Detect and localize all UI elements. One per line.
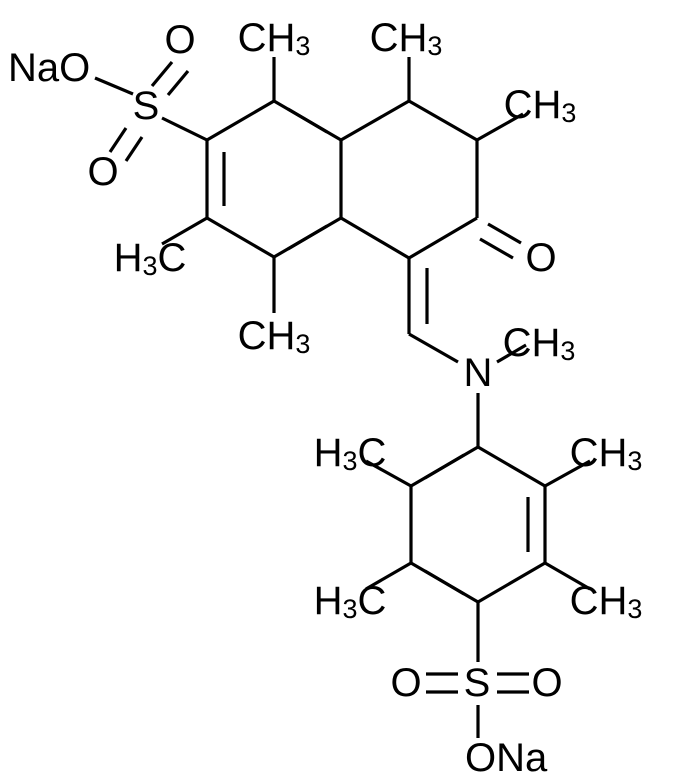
bond-ring2-c8a-c7	[408, 99, 478, 142]
bond-sulfur-oxygen-top-a2	[166, 69, 190, 97]
bond-ar2-inner-b-ll	[424, 569, 465, 596]
amine-substituents	[476, 343, 527, 447]
bond-ketone-double-1	[487, 222, 522, 245]
bond-ar1-inner-c5-c6	[287, 107, 328, 134]
bond-ketone-double-2	[479, 237, 514, 260]
bond-sulfur-oxygen-top-b2	[124, 136, 144, 162]
bond-ar2-lr-b	[477, 561, 546, 604]
label-ona-bottom: ONa	[465, 736, 548, 780]
bond-ring2-c6k-c4a	[408, 216, 478, 260]
bond-c7-methyl-upper-right	[476, 112, 524, 142]
enone-ring	[340, 99, 479, 260]
bond-sulfur-to-ring-top	[161, 116, 208, 142]
bond-methine-to-nitrogen	[408, 332, 459, 364]
bond-ar2-ul-methyl	[365, 459, 412, 488]
enone-ring-methyls	[407, 57, 524, 142]
bottom-sulfonate-group	[426, 602, 529, 738]
top-sulfonate-group	[94, 60, 208, 162]
label-methyl-aryl-upper-right: CH3	[570, 431, 643, 476]
label-oxygen-top-upper: O	[164, 18, 195, 62]
bond-naO-to-sulfur-top	[94, 76, 134, 96]
lower-aromatic-ring	[409, 445, 547, 604]
upper-aromatic-ring	[205, 99, 343, 259]
lower-ring-methyls	[365, 459, 591, 591]
label-oxygen-bottom-right: O	[531, 661, 562, 705]
bond-ar1-c2-c3	[206, 216, 275, 259]
bond-sulfur-oxygen-top-a1	[150, 60, 174, 88]
bond-ar1-inner-c3-c4	[287, 224, 328, 251]
label-nitrogen: N	[464, 351, 493, 395]
label-oxygen-ketone: O	[525, 236, 556, 280]
bond-sulfur-oxygen-top-b1	[108, 127, 128, 153]
label-oxygen-top-lower: O	[87, 150, 118, 194]
bond-ring2-c4a-c4	[340, 216, 410, 260]
label-sulfur-bottom: S	[464, 661, 491, 705]
bond-ar2-inner-t-ul	[424, 453, 465, 480]
bond-nitrogen-methyl	[496, 343, 527, 364]
upper-ring-substituents	[161, 57, 276, 313]
bond-ar1-c6-c1	[206, 99, 275, 142]
bond-ring2-c5-c8a	[340, 99, 410, 142]
bond-ar2-ll-methyl	[365, 561, 412, 591]
bond-ar2-ur-methyl	[544, 459, 591, 488]
bond-ar2-t-ur	[477, 445, 546, 488]
label-methyl-aryl-lower-right: CH3	[570, 579, 643, 624]
ketone-group	[479, 222, 522, 260]
bond-ar2-lr-methyl	[544, 561, 591, 591]
label-oxygen-bottom-left: O	[390, 661, 421, 705]
label-sulfur-top: S	[133, 84, 160, 128]
label-naO-top: NaO	[8, 46, 90, 90]
bond-c2-methyl-left	[161, 216, 208, 246]
methine-bridge	[407, 258, 459, 364]
